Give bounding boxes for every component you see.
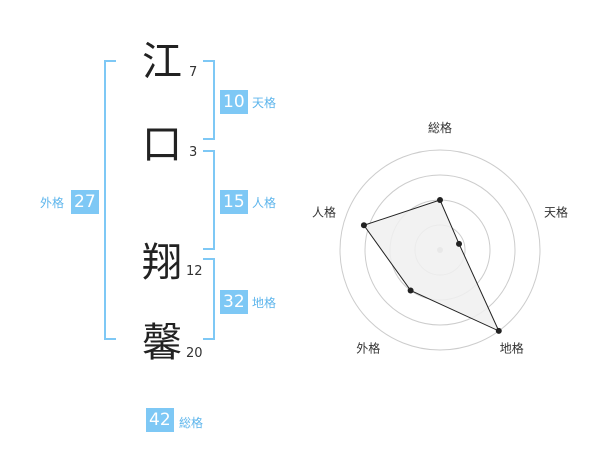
radar-point-3 — [495, 327, 502, 334]
chikaku-label: 地格 — [252, 296, 277, 310]
jinkaku-label: 人格 — [252, 196, 277, 210]
jinkaku-bracket — [203, 150, 215, 250]
radar-axis-label-1: 総格 — [428, 120, 452, 135]
name-char-4: 馨 — [142, 320, 182, 366]
stroke-count-2: 3 — [189, 145, 198, 160]
stroke-count-1: 7 — [189, 65, 198, 80]
tenkaku-value: 10 — [220, 90, 248, 114]
chikaku-value: 32 — [220, 290, 248, 314]
gaikaku-bracket — [104, 60, 116, 340]
radar-point-4 — [407, 287, 414, 294]
soukaku-value: 42 — [146, 408, 174, 432]
chikaku-bracket — [203, 258, 215, 340]
radar-axis-label-5: 人格 — [312, 204, 336, 219]
name-char-3: 翔 — [142, 240, 182, 286]
radar-axis-label-4: 外格 — [356, 341, 380, 356]
stroke-count-3: 12 — [186, 264, 203, 279]
soukaku-label: 総格 — [179, 416, 204, 430]
jinkaku-value: 15 — [220, 190, 248, 214]
radar-area — [363, 199, 500, 332]
tenkaku-label: 天格 — [252, 96, 277, 110]
stroke-count-4: 20 — [186, 346, 203, 361]
radar-point-5 — [360, 222, 367, 229]
gaikaku-value: 27 — [71, 190, 99, 214]
tenkaku-bracket — [203, 60, 215, 140]
gaikaku-label: 外格 — [40, 196, 65, 210]
radar-point-2 — [456, 240, 463, 247]
radar-axis-label-3: 地格 — [500, 341, 524, 356]
radar-point-1 — [437, 197, 443, 203]
name-char-1: 江 — [142, 39, 182, 85]
radar-ring-3 — [364, 174, 516, 326]
radar-ring-4 — [339, 149, 541, 351]
name-char-2: 口 — [142, 122, 182, 168]
radar-axis-label-2: 天格 — [544, 204, 568, 219]
